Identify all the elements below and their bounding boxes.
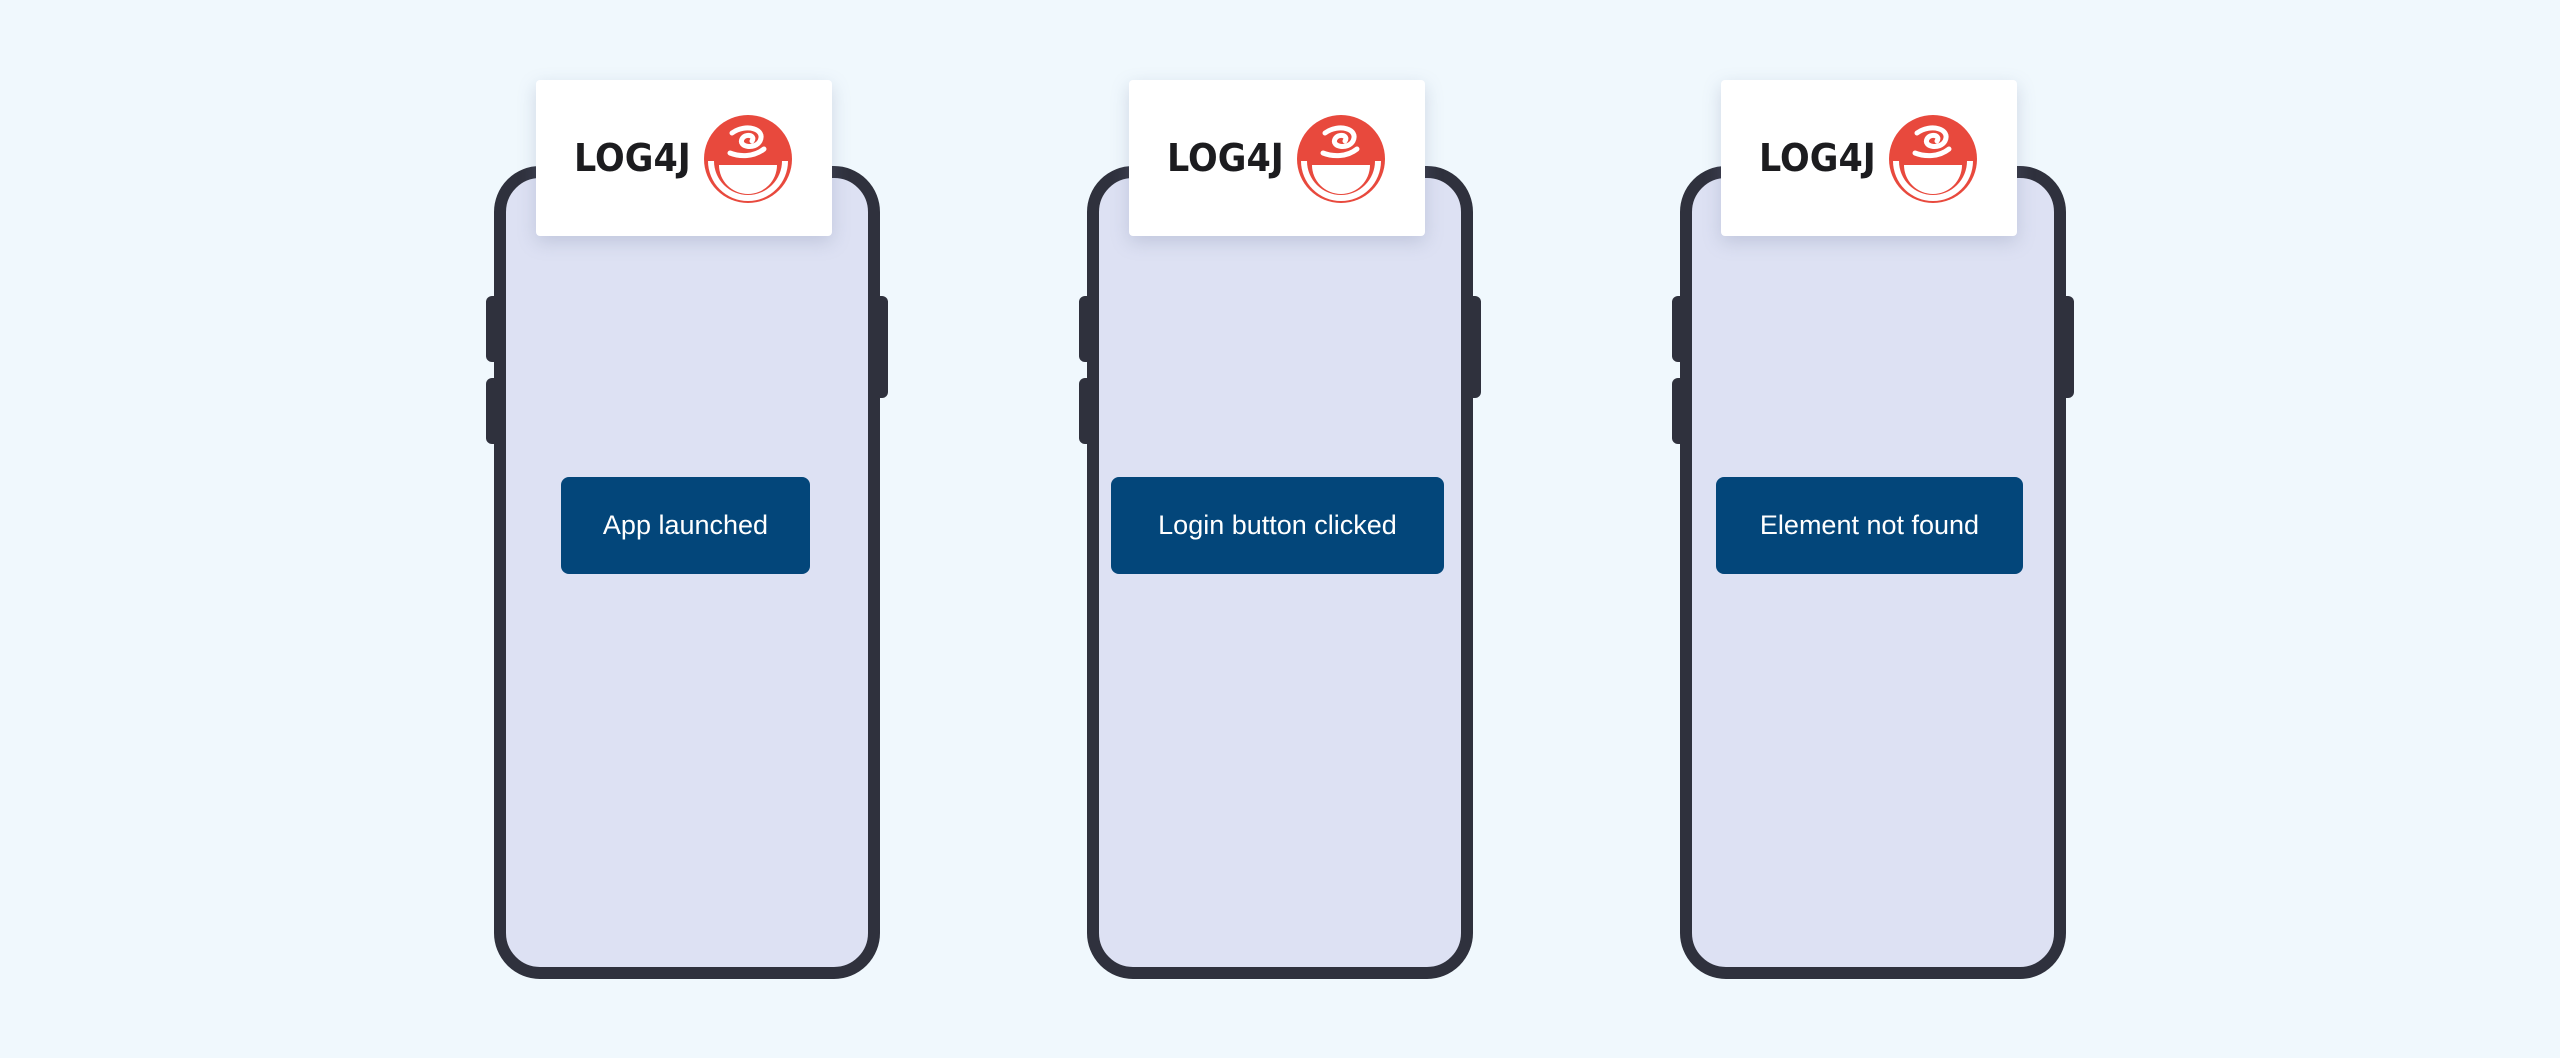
log4j-logo-card: LOG4J bbox=[1129, 80, 1425, 236]
log-message-toast: Element not found bbox=[1716, 477, 2023, 574]
phone-frame bbox=[494, 166, 880, 979]
log4j-logo-card: LOG4J bbox=[536, 80, 832, 236]
log4j-wordmark: LOG4J bbox=[1167, 136, 1284, 180]
coffee-cup-logo-icon bbox=[1889, 115, 1977, 203]
log-message-toast: App launched bbox=[561, 477, 810, 574]
coffee-cup-logo-icon bbox=[704, 115, 792, 203]
phone-mockup-1 bbox=[486, 166, 888, 979]
log-message-toast: Login button clicked bbox=[1111, 477, 1444, 574]
log4j-wordmark: LOG4J bbox=[1759, 136, 1876, 180]
log4j-wordmark: LOG4J bbox=[574, 136, 691, 180]
log4j-logo-card: LOG4J bbox=[1721, 80, 2017, 236]
coffee-cup-logo-icon bbox=[1297, 115, 1385, 203]
